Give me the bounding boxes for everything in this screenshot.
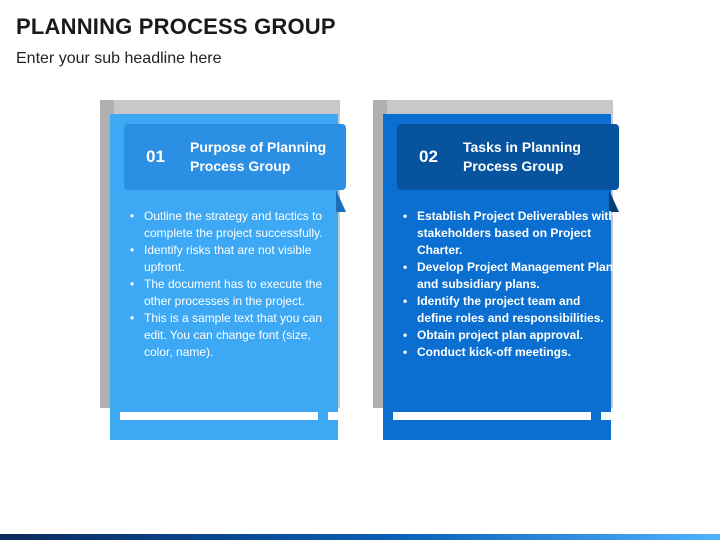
card-leg-right <box>591 408 601 422</box>
list-item: Identify risks that are not visible upfr… <box>130 242 340 276</box>
list-item: Conduct kick-off meetings. <box>403 344 617 361</box>
card-list: Outline the strategy and tactics to comp… <box>130 208 340 361</box>
list-item: The document has to execute the other pr… <box>130 276 340 310</box>
card-title: Tasks in Planning Process Group <box>463 139 581 174</box>
header-fold <box>609 190 619 212</box>
card-base <box>110 420 338 440</box>
page-subtitle: Enter your sub headline here <box>16 50 222 67</box>
card-header: 01 Purpose of Planning Process Group <box>124 124 346 190</box>
card-tasks: 02 Tasks in Planning Process Group Estab… <box>373 100 623 442</box>
card-number: 02 <box>419 147 438 166</box>
card-leg-right <box>318 408 328 422</box>
list-item: Establish Project Deliverables with stak… <box>403 208 617 259</box>
card-leg-left <box>383 408 393 422</box>
card-leg-left <box>110 408 120 422</box>
card-base <box>383 420 611 440</box>
card-title: Purpose of Planning Process Group <box>190 139 327 174</box>
list-item: Identify the project team and define rol… <box>403 293 617 327</box>
list-item: Obtain project plan approval. <box>403 327 617 344</box>
list-item: Outline the strategy and tactics to comp… <box>130 208 340 242</box>
bottom-stripe <box>0 534 720 540</box>
card-header: 02 Tasks in Planning Process Group <box>397 124 619 190</box>
header-fold <box>336 190 346 212</box>
card-list: Establish Project Deliverables with stak… <box>403 208 617 361</box>
list-item: Develop Project Management Plan and subs… <box>403 259 617 293</box>
list-item: This is a sample text that you can edit.… <box>130 310 340 361</box>
card-purpose: 01 Purpose of Planning Process Group Out… <box>100 100 350 442</box>
page-title: PLANNING PROCESS GROUP <box>16 14 336 39</box>
card-number: 01 <box>146 147 165 166</box>
